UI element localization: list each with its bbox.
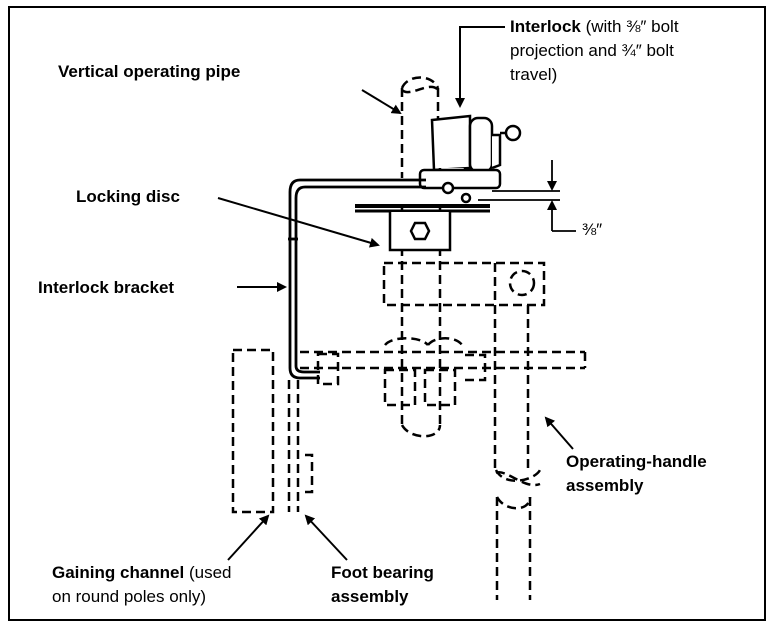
leader-arrows bbox=[217, 26, 574, 561]
interlock-body bbox=[418, 114, 522, 204]
gaining-channel-title: Gaining channel bbox=[52, 563, 185, 582]
interlock-bracket-label: Interlock bracket bbox=[38, 278, 175, 297]
interlock-note-line-2: projection and ¾″ bolt bbox=[510, 41, 674, 60]
locking-disc bbox=[355, 204, 490, 252]
vertical-operating-pipe-label: Vertical operating pipe bbox=[58, 62, 241, 81]
interlock-note-line-3: travel) bbox=[510, 65, 558, 84]
operating-handle-label-line-2: assembly bbox=[566, 476, 644, 495]
interlock-title: Interlock bbox=[510, 17, 581, 36]
gaining-channel bbox=[231, 348, 275, 514]
dimension-label: ⅜″ bbox=[582, 220, 603, 239]
gaining-channel-label: Gaining channel (used bbox=[52, 562, 232, 583]
dimension-marks bbox=[478, 160, 576, 232]
interlock-label: Interlock (with ⅜″ bolt bbox=[510, 16, 679, 37]
diagram-frame bbox=[8, 6, 766, 621]
foot-bearing-label-line-2: assembly bbox=[331, 587, 409, 606]
foot-bearing-assembly bbox=[287, 380, 314, 512]
interlock-bracket bbox=[288, 178, 426, 380]
gaining-channel-note-1: (used bbox=[188, 563, 232, 582]
horizontal-bolt bbox=[300, 337, 587, 407]
gaining-channel-note-2: on round poles only) bbox=[52, 587, 207, 606]
interlock-note-line-1: (with ⅜″ bolt bbox=[585, 17, 679, 36]
locking-disc-label: Locking disc bbox=[76, 187, 180, 206]
foot-bearing-label-line-1: Foot bearing bbox=[331, 563, 434, 582]
operating-handle-label-line-1: Operating-handle bbox=[566, 452, 707, 471]
pipe-clamp bbox=[382, 261, 546, 600]
